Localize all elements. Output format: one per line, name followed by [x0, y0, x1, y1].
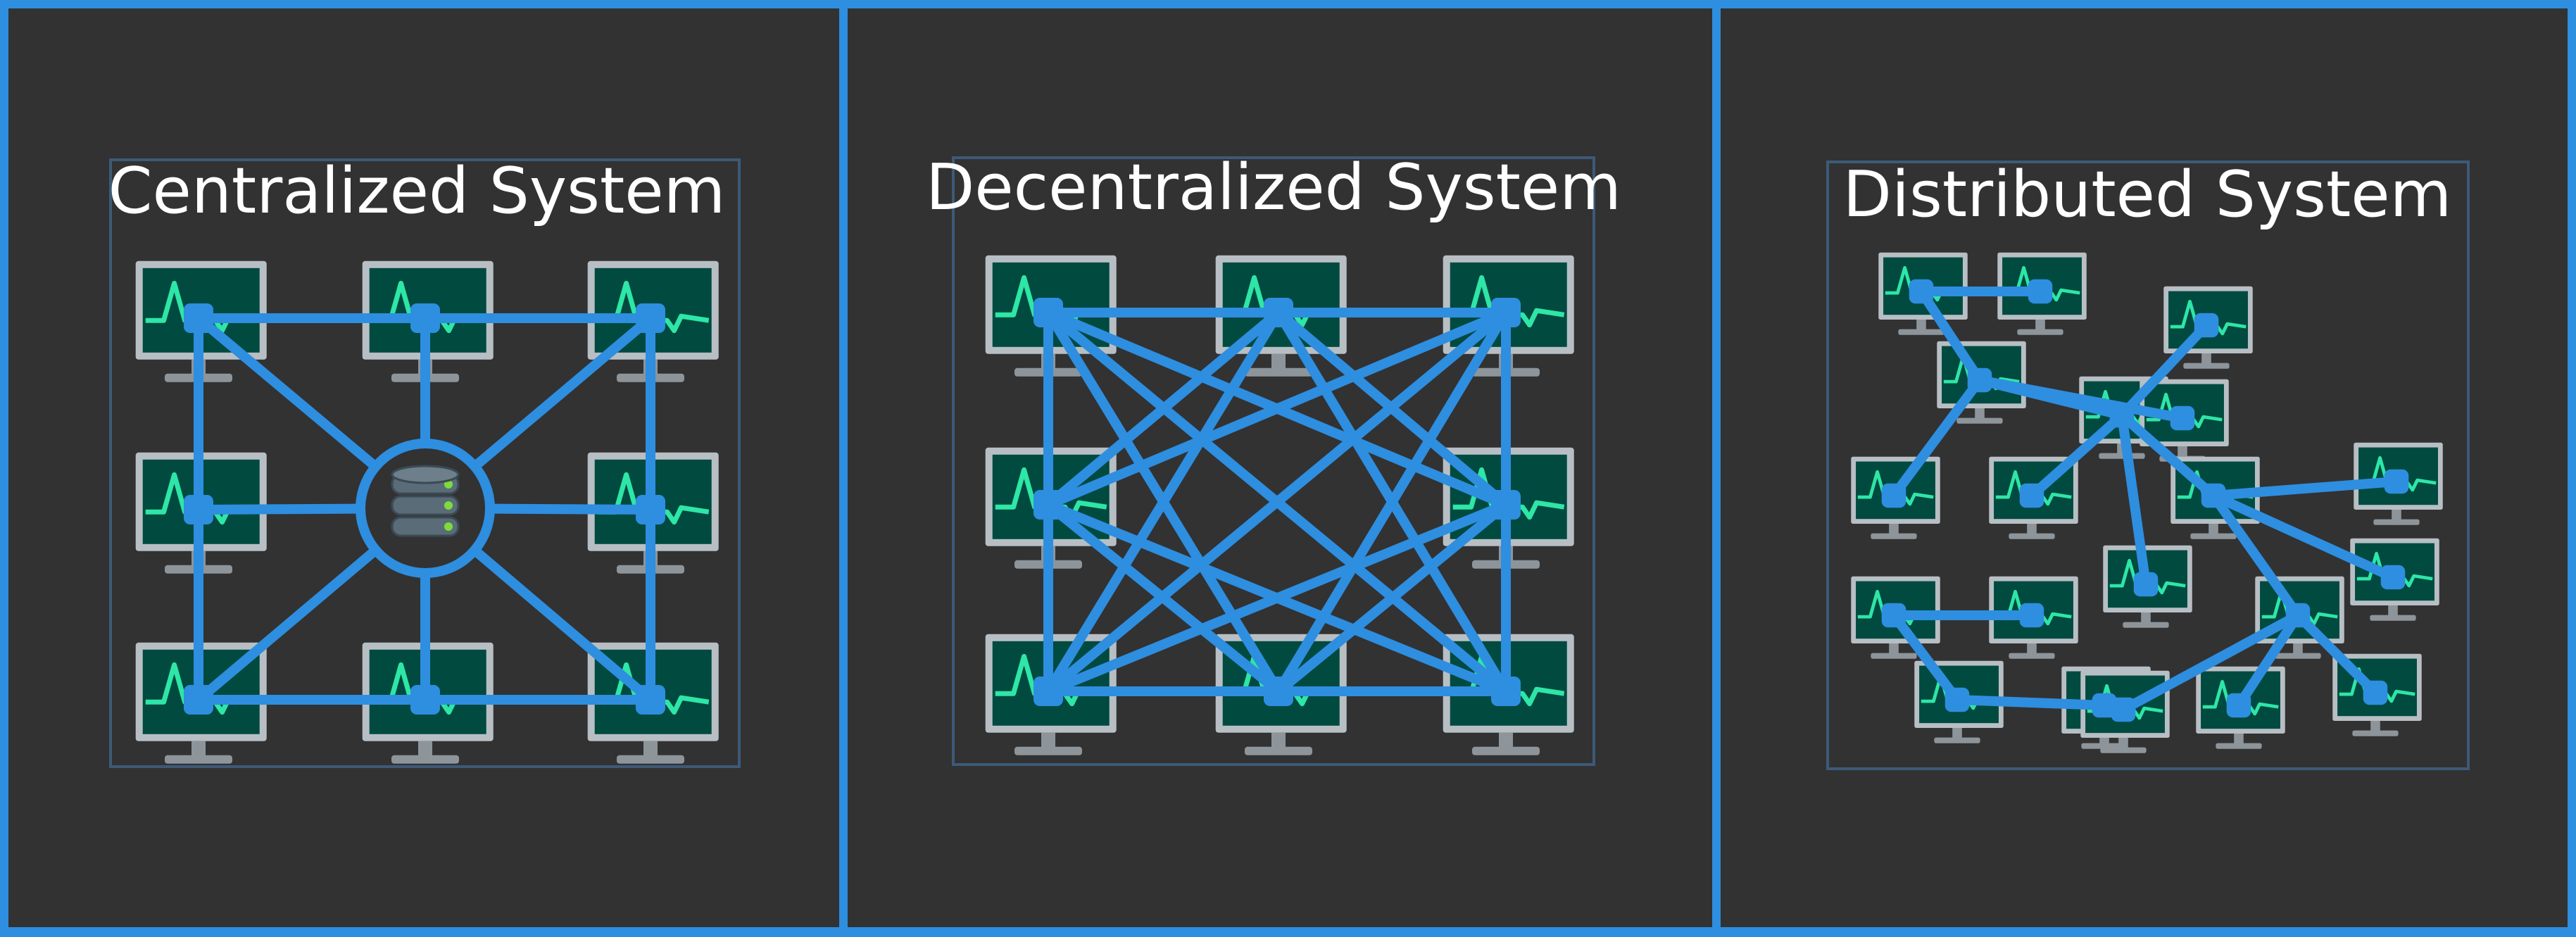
network-link: [1975, 375, 2127, 420]
server-led: [444, 480, 453, 489]
network-link: [2234, 610, 2303, 710]
network-node: [2111, 697, 2136, 722]
distributed-diagram: Distributed System: [1826, 158, 2470, 770]
network-node: [410, 303, 440, 333]
network-link: [1889, 610, 1962, 705]
network-link: [1043, 500, 1511, 696]
network-node: [1033, 677, 1063, 706]
network-link: [2209, 491, 2398, 582]
server-led: [444, 522, 453, 531]
network-node: [2201, 483, 2226, 508]
network-node: [2384, 469, 2409, 494]
network-link: [1952, 695, 2109, 710]
network-node: [1881, 603, 1906, 628]
network-node: [1491, 298, 1521, 327]
network-link: [2118, 610, 2303, 715]
network-node: [636, 303, 665, 333]
diagram-title: Decentralized System: [926, 151, 1621, 225]
network-node: [184, 495, 213, 524]
network-node: [2019, 483, 2044, 508]
server-led: [444, 501, 453, 510]
network-node: [636, 495, 665, 524]
decentralized-diagram: Decentralized System: [926, 151, 1621, 766]
network-node: [2019, 603, 2044, 628]
database-server-icon: [356, 439, 495, 578]
network-node: [1491, 490, 1521, 520]
network-node: [636, 685, 665, 715]
network-node: [2194, 313, 2219, 338]
network-link: [1043, 308, 1283, 696]
network-node: [1967, 367, 1992, 393]
network-node: [184, 685, 213, 715]
diagram-frame: [952, 156, 1595, 766]
network-node: [1944, 687, 1970, 712]
network-node: [2285, 603, 2311, 628]
network-node: [1033, 490, 1063, 520]
network-node: [1491, 677, 1521, 706]
network-node: [410, 685, 440, 715]
network-node: [2380, 565, 2406, 590]
network-link: [2117, 410, 2151, 589]
network-link: [1043, 500, 1283, 696]
network-link: [1916, 287, 1985, 385]
network-link: [1043, 308, 1511, 696]
diagram-frame: [1826, 161, 2470, 770]
network-link: [1889, 375, 1985, 501]
network-link: [1274, 500, 1511, 696]
network-node: [2092, 693, 2117, 718]
network-node: [1264, 298, 1293, 327]
network-node: [2226, 693, 2251, 718]
network-node: [2133, 572, 2159, 597]
diagram-title: Distributed System: [1843, 158, 2452, 232]
network-link: [1274, 308, 1511, 696]
centralized-diagram: Centralized System: [108, 154, 741, 768]
network-link: [2209, 477, 2401, 501]
network-node: [1881, 483, 1906, 508]
diagram-title: Centralized System: [108, 154, 726, 228]
network-node: [1264, 677, 1293, 706]
panel-centralized: Centralized System: [8, 8, 839, 927]
panel-decentralized: Decentralized System: [848, 8, 1712, 927]
network-link: [2293, 610, 2380, 698]
network-node: [1909, 279, 1934, 304]
network-link: [1043, 308, 1283, 510]
network-node: [2109, 403, 2135, 428]
network-node: [2170, 405, 2195, 431]
monitor-icon: [2163, 286, 2253, 369]
network-node: [2363, 680, 2388, 705]
network-link: [2209, 491, 2303, 620]
diagram-frame: [109, 158, 741, 768]
network-node: [1033, 298, 1063, 327]
network-link: [2117, 410, 2218, 501]
network-node: [184, 303, 213, 333]
network-node: [2028, 279, 2053, 304]
network-link: [2117, 320, 2211, 420]
network-link: [1043, 308, 1511, 510]
network-link: [2027, 410, 2127, 501]
panel-distributed: Distributed System: [1721, 8, 2568, 927]
